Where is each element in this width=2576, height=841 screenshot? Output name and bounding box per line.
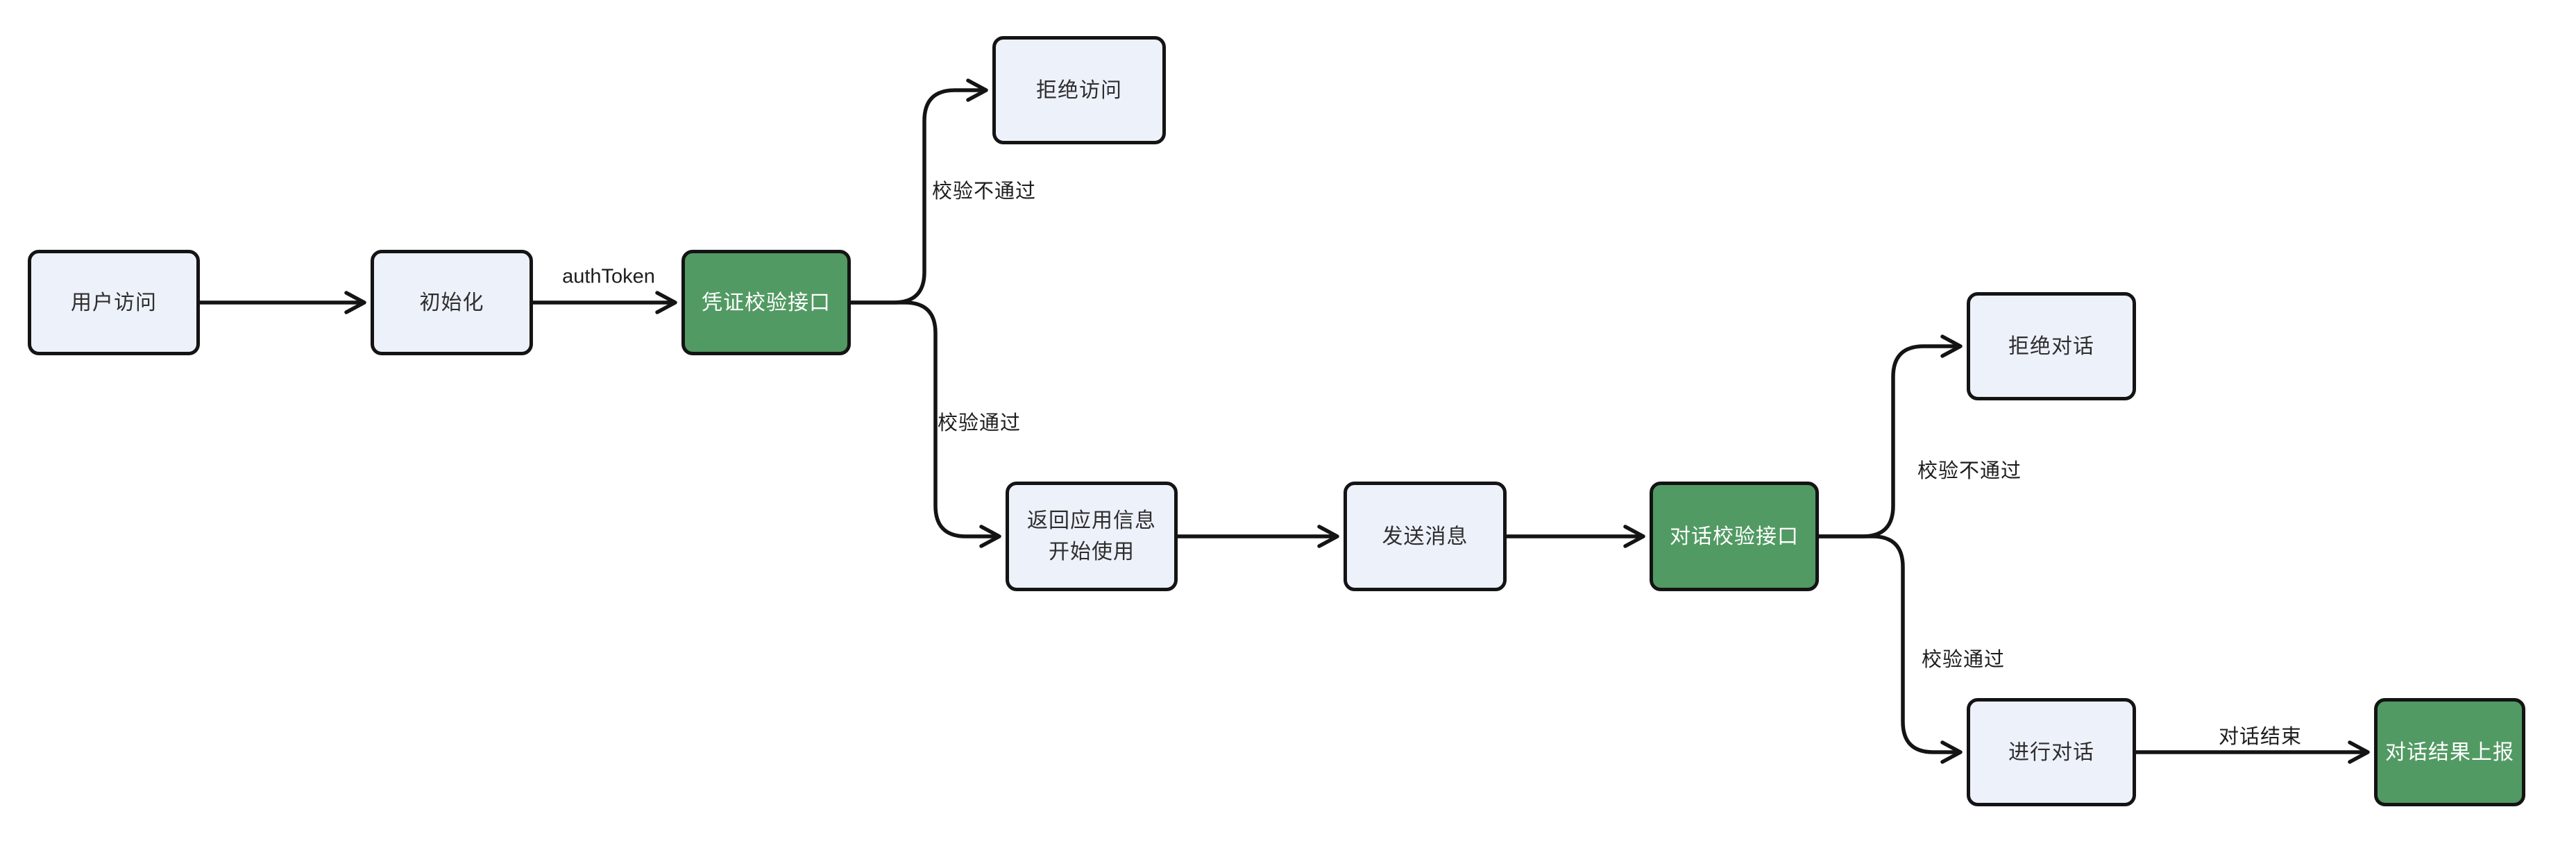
node-user-access: 用户访问 <box>28 250 200 355</box>
edge-dialog-check-to-deny-dialog <box>1817 334 1963 538</box>
node-deny-access: 拒绝访问 <box>992 36 1166 144</box>
node-deny-dialog: 拒绝对话 <box>1967 292 2136 400</box>
node-return-app-info: 返回应用信息 开始使用 <box>1006 482 1178 591</box>
node-dialog-check-api: 对话校验接口 <box>1650 482 1819 591</box>
edge-label-check-pass-2: 校验通过 <box>1921 649 2006 671</box>
node-send-message: 发送消息 <box>1344 482 1507 591</box>
edge-label-check-pass-1: 校验通过 <box>937 412 1022 434</box>
edge-dialog-check-to-conduct-dialog <box>1817 534 1963 764</box>
edge-label-check-fail-1: 校验不通过 <box>931 180 1037 203</box>
edge-label-auth-token: authToken <box>562 265 655 288</box>
node-dialog-result-report: 对话结果上报 <box>2374 698 2525 806</box>
edge-label-dialog-end: 对话结束 <box>2218 726 2303 748</box>
node-credential-check-api: 凭证校验接口 <box>681 250 851 355</box>
node-conduct-dialog: 进行对话 <box>1967 698 2136 806</box>
edge-label-check-fail-2: 校验不通过 <box>1917 460 2022 482</box>
edge-credential-check-to-return-app-info <box>849 300 1001 548</box>
node-init: 初始化 <box>371 250 533 355</box>
